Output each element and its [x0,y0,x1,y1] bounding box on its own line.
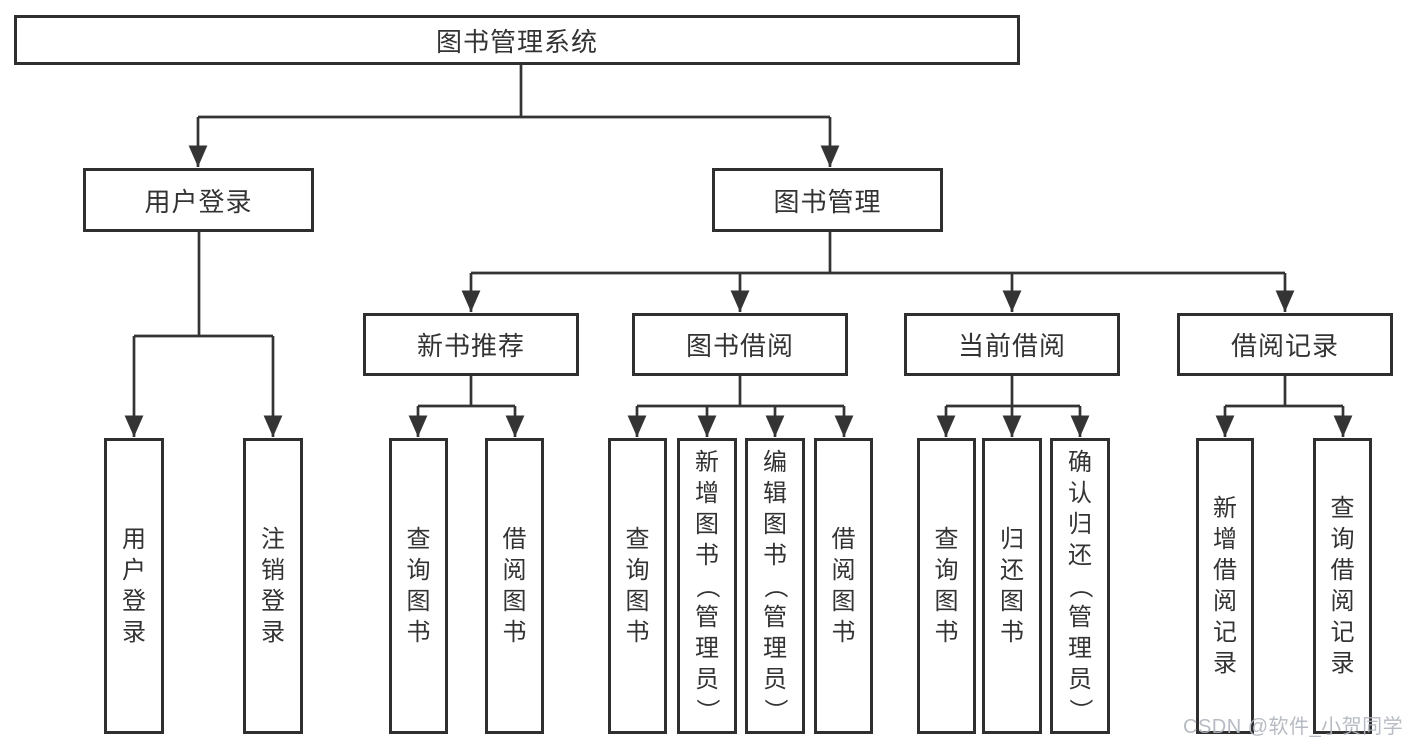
node-borrow-books-recommend: 借阅图书 [485,438,544,734]
node-query-books-current: 查询图书 [917,438,976,734]
watermark: CSDN @软件_小贺同学 [1183,716,1404,738]
node-query-books-borrow: 查询图书 [608,438,667,734]
node-add-books-admin: 新增图书（管理员） [677,438,737,734]
node-edit-books-admin: 编辑图书（管理员） [745,438,805,734]
node-current-borrowing: 当前借阅 [904,313,1120,376]
node-new-book-recommendation: 新书推荐 [363,313,579,376]
node-add-borrow-record: 新增借阅记录 [1196,438,1254,734]
node-book-borrowing: 图书借阅 [632,313,848,376]
node-book-management-branch: 图书管理 [712,168,943,232]
node-confirm-return-admin: 确认归还（管理员） [1050,438,1110,734]
node-user-login-branch: 用户登录 [83,168,314,232]
node-user-login: 用户登录 [104,438,164,734]
node-return-books: 归还图书 [982,438,1042,734]
node-borrow-books: 借阅图书 [814,438,873,734]
node-logout: 注销登录 [243,438,303,734]
node-query-books-recommend: 查询图书 [389,438,448,734]
node-library-management-system: 图书管理系统 [14,15,1020,65]
node-borrowing-records: 借阅记录 [1177,313,1393,376]
node-query-borrow-record: 查询借阅记录 [1313,438,1372,734]
